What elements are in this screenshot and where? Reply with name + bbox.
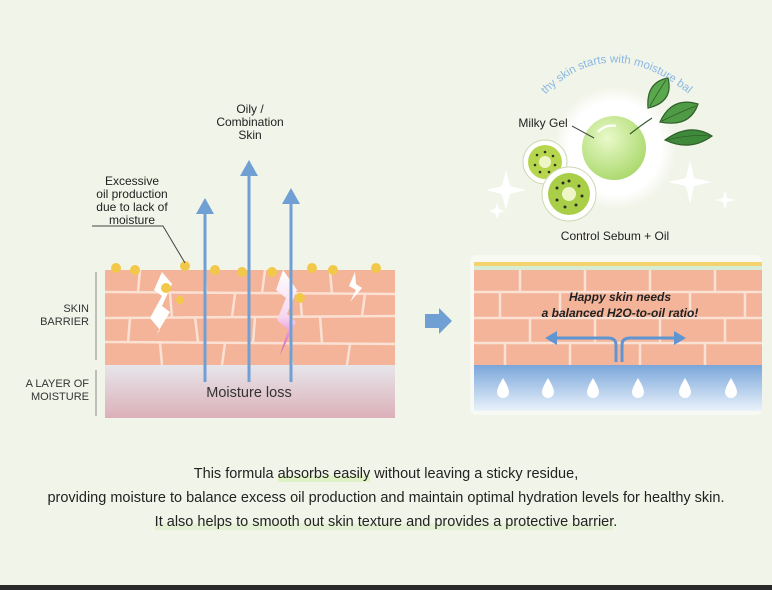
transition-arrow	[425, 308, 452, 334]
description-caption: This formula absorbs easily without leav…	[0, 462, 772, 534]
happy-skin-label: Happy skin needs a balanced H2O-to-oil r…	[541, 290, 699, 320]
milky-gel-pointer	[571, 125, 595, 139]
bottom-border	[0, 585, 772, 590]
control-sebum-label: Control Sebum + Oil	[560, 229, 670, 243]
caption-line-3: It also helps to smooth out skin texture…	[154, 514, 618, 530]
oil-droplets	[111, 261, 381, 304]
left-skin-section	[92, 160, 396, 418]
right-skin-section	[470, 255, 762, 415]
oily-combination-label: Oily / Combination Skin	[216, 102, 284, 142]
balance-arrows	[555, 336, 676, 362]
healthy-skin-arc-text: Healthy skin starts with moisture balanc…	[0, 0, 694, 97]
excess-oil-label: Excessive oil production due to lack of …	[96, 174, 168, 227]
crack-right	[349, 272, 362, 302]
moisture-layer-label: A LAYER OF MOISTURE	[25, 378, 89, 403]
caption-line-2: providing moisture to balance excess oil…	[47, 490, 725, 506]
caption-line-1: This formula absorbs easily without leav…	[193, 466, 579, 482]
moisture-loss-label: Moisture loss	[206, 385, 292, 401]
right-brick-mortar	[474, 270, 762, 365]
excess-oil-pointer	[92, 225, 186, 264]
water-droplets	[497, 378, 737, 398]
sparkle-icons	[486, 160, 735, 219]
right-water-layer	[474, 365, 762, 411]
milky-gel-label: Milky Gel	[518, 116, 568, 130]
leaf-icon	[629, 77, 714, 146]
balanced-oil-layer	[474, 262, 762, 266]
skin-barrier-label: SKIN BARRIER	[40, 303, 89, 328]
moisture-loss-arrows	[196, 160, 300, 382]
kiwi-icon	[522, 139, 597, 222]
